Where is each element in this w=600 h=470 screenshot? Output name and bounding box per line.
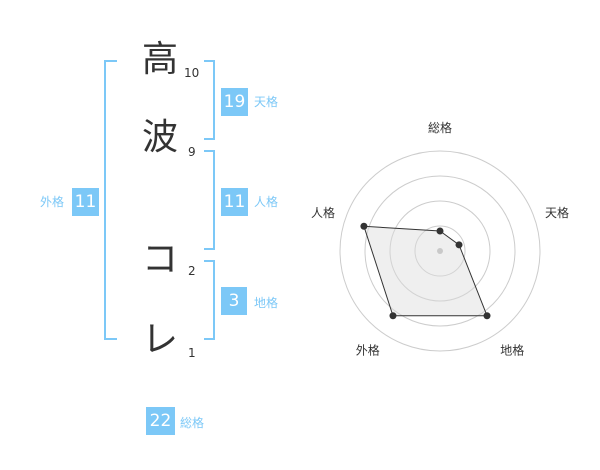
radar-data-point: [389, 312, 397, 320]
name-char-2: 波: [142, 117, 179, 158]
radar-data-point: [360, 222, 368, 230]
gaikaku-bracket: [104, 60, 117, 340]
stroke-count-1: 10: [184, 66, 200, 80]
jinkaku-value: 11: [221, 188, 248, 216]
radar-axis-label: 総格: [428, 120, 452, 135]
radar-grid-ring: [389, 200, 491, 302]
tenkaku-bracket: [204, 60, 215, 140]
jinkaku-bracket: [204, 150, 215, 250]
tenkaku-value: 19: [221, 88, 248, 116]
radar-data-point: [436, 227, 444, 235]
radar-data-point: [455, 241, 463, 249]
gaikaku-value: 11: [72, 188, 99, 216]
radar-axis-label: 外格: [356, 343, 380, 358]
jinkaku-label: 人格: [254, 195, 279, 209]
radar-grid-ring: [339, 150, 541, 352]
chikaku-bracket: [204, 260, 215, 340]
chikaku-value: 3: [221, 287, 247, 315]
stroke-count-3: 2: [188, 264, 196, 278]
stroke-count-2: 9: [188, 145, 196, 159]
radar-axis-label: 天格: [545, 205, 569, 220]
gaikaku-label: 外格: [40, 195, 65, 209]
radar-axis-label: 人格: [311, 205, 335, 220]
chikaku-label: 地格: [254, 296, 279, 310]
stroke-count-4: 1: [188, 346, 196, 360]
radar-center-dot: [437, 248, 443, 254]
name-char-3: コ: [142, 239, 179, 280]
radar-grid-ring: [364, 175, 516, 327]
name-char-1: 高: [142, 39, 179, 80]
soukaku-value: 22: [146, 407, 175, 435]
radar-series-polygon: [363, 225, 488, 317]
tenkaku-label: 天格: [254, 95, 279, 109]
name-char-4: レ: [142, 319, 179, 360]
radar-data-point: [483, 312, 491, 320]
radar-axis-label: 地格: [500, 343, 524, 358]
soukaku-label: 総格: [180, 416, 205, 430]
radar-grid-ring: [414, 225, 466, 277]
